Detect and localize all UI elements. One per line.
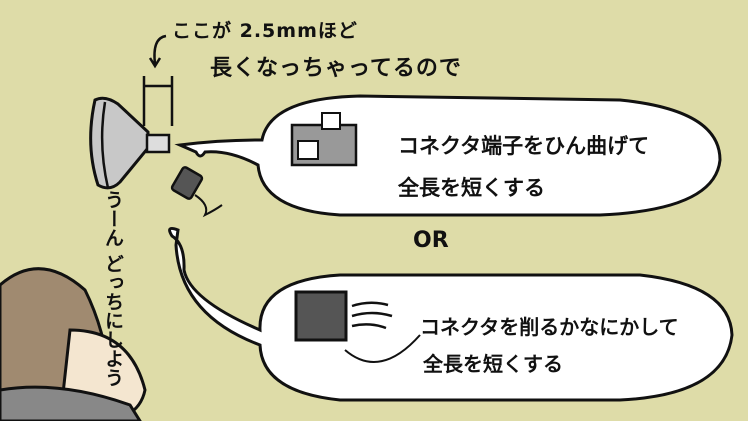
bent-connector-icon bbox=[290, 112, 358, 167]
annotation-line2: 長くなっちゃってるので bbox=[210, 56, 462, 81]
thought-text: うーん どっちにしよう bbox=[102, 190, 124, 387]
annotation-line1: ここが 2.5mmほど bbox=[172, 20, 358, 42]
plug-icon bbox=[170, 166, 223, 218]
speech-bubble-option2 bbox=[168, 227, 734, 402]
option1-line1: コネクタ端子をひん曲げて bbox=[398, 134, 650, 158]
or-separator: OR bbox=[413, 228, 449, 253]
shaved-connector-icon bbox=[294, 290, 421, 363]
option1-line2: 全長を短くする bbox=[398, 176, 545, 200]
person-thinking bbox=[0, 267, 147, 421]
option2-line1: コネクタを削るかなにかして bbox=[420, 315, 679, 339]
dimension-marker bbox=[142, 34, 174, 126]
lamp-bulb-icon bbox=[89, 96, 171, 190]
option2-line2: 全長を短くする bbox=[423, 352, 563, 376]
